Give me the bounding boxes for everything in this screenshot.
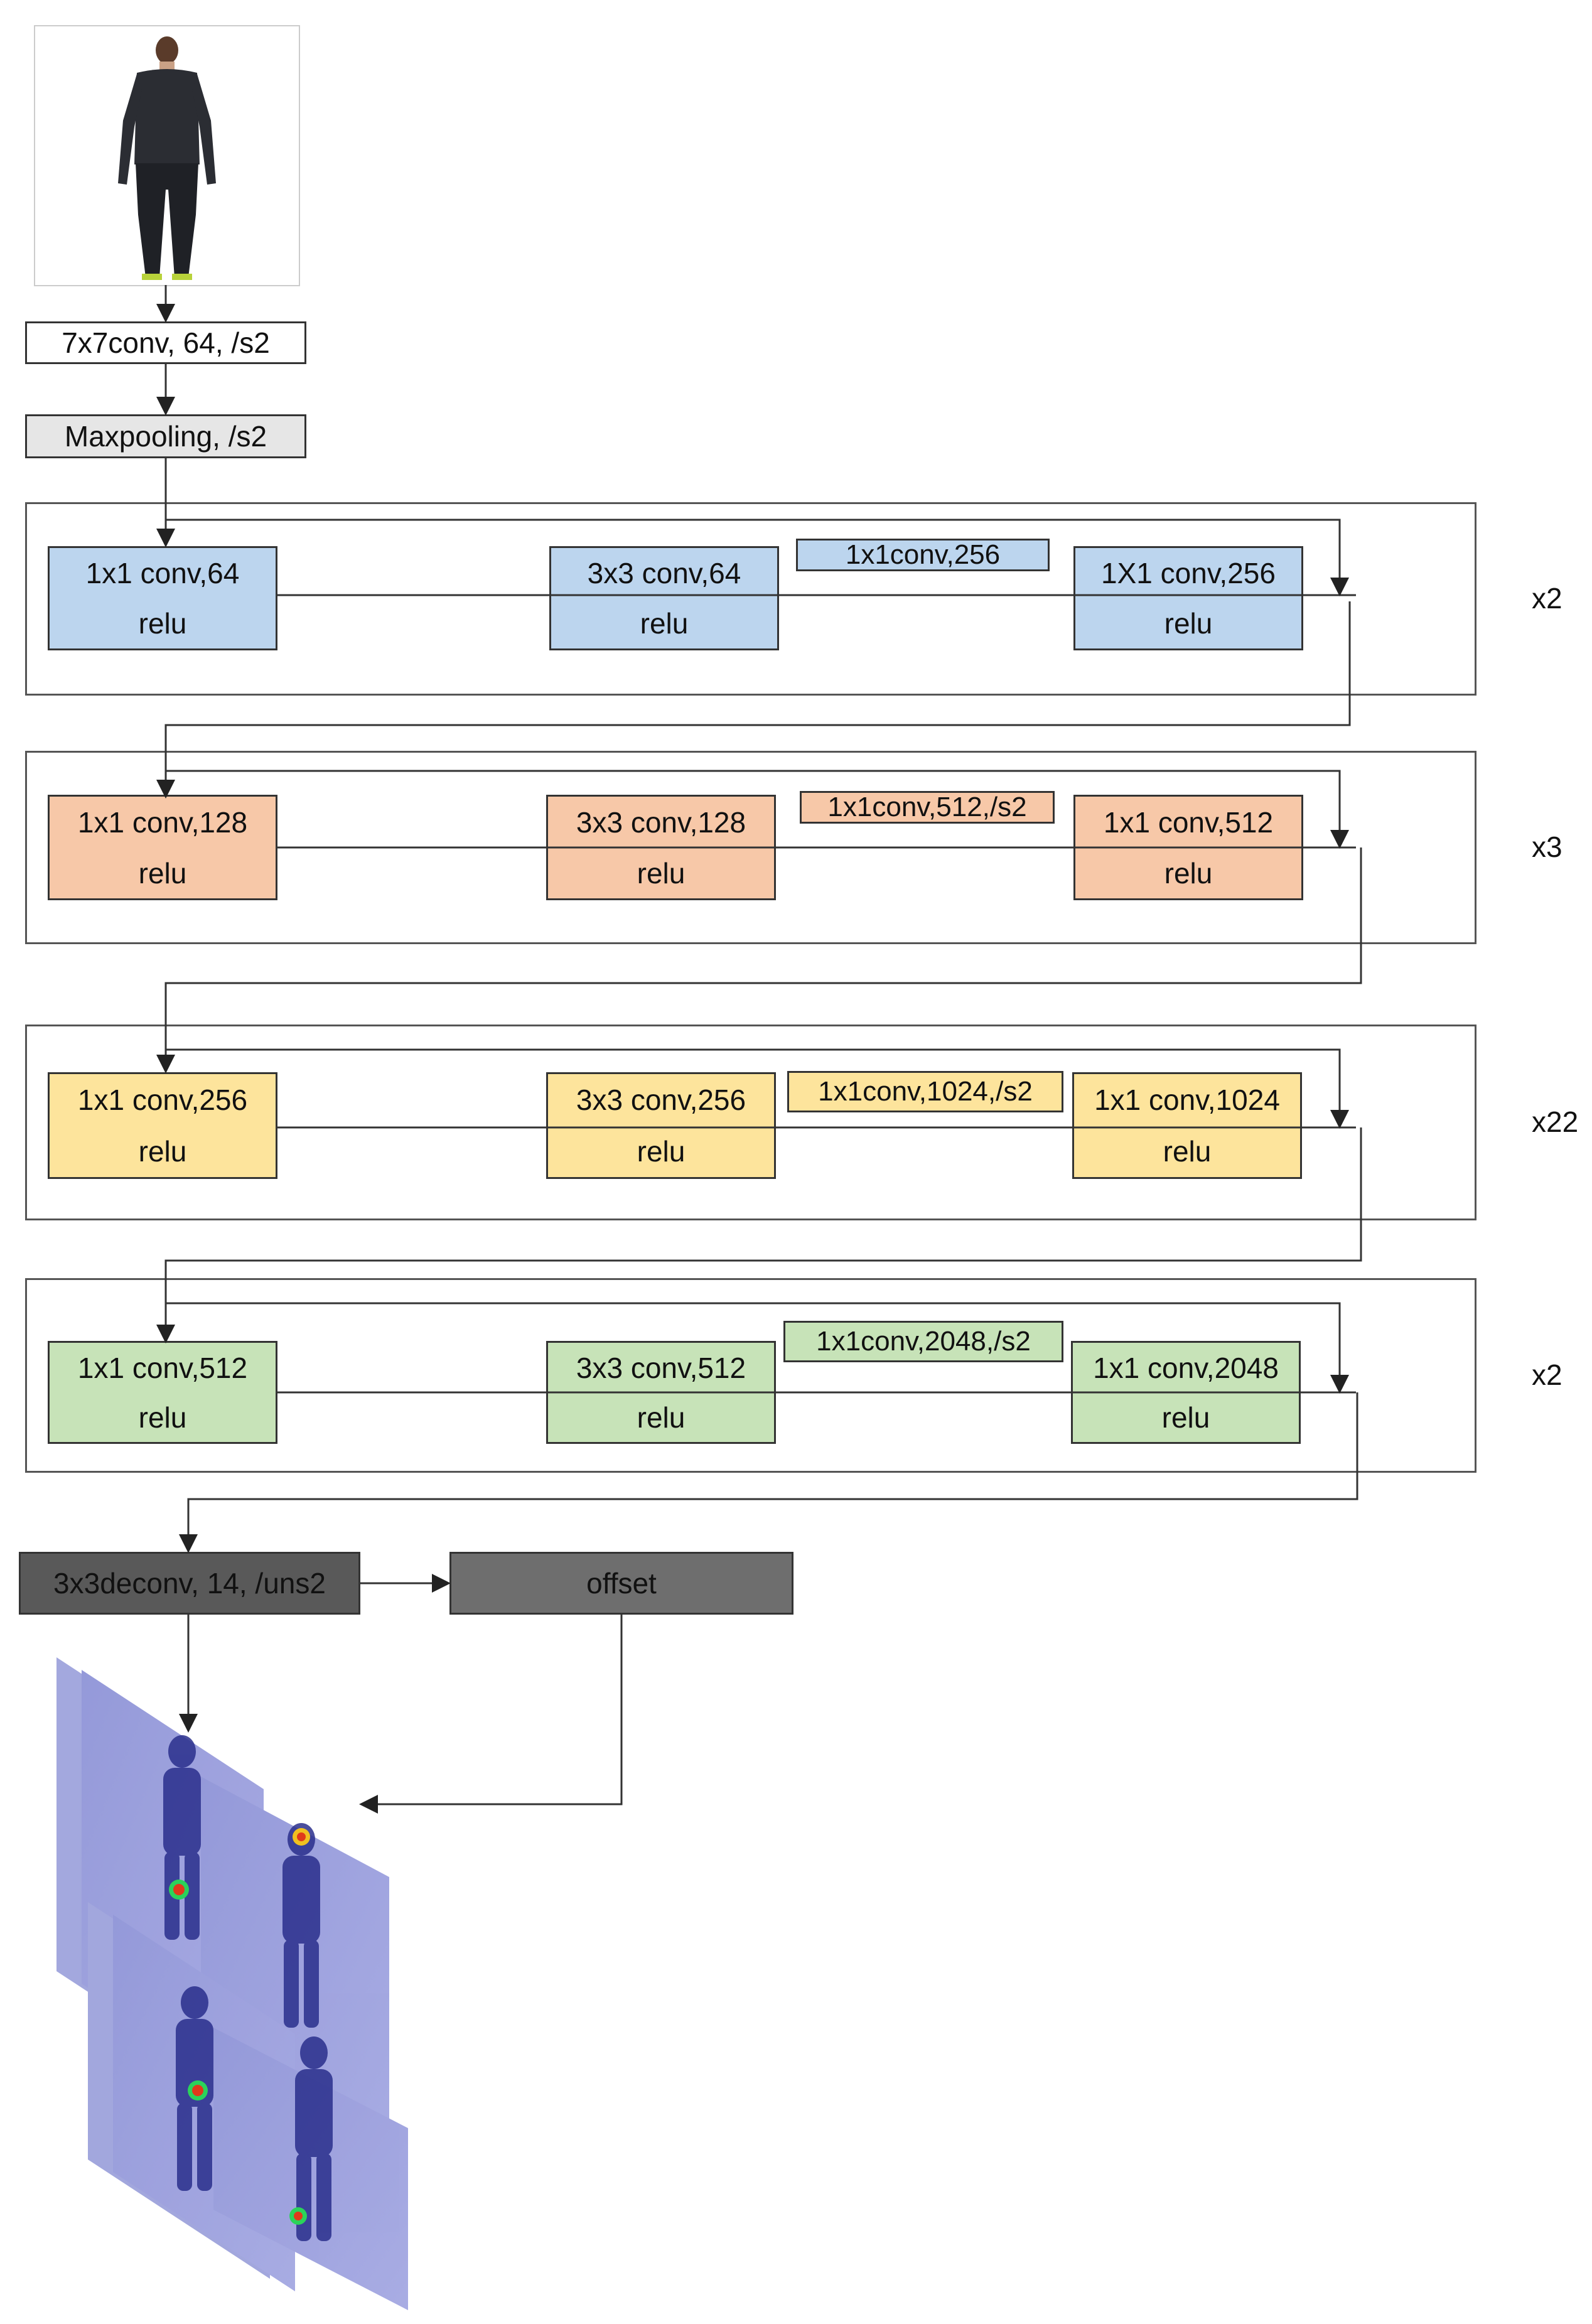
stage-2-block-3-op: 1x1 conv,512 <box>1103 805 1274 839</box>
stage-4-block-3-op: 1x1 conv,2048 <box>1093 1351 1279 1384</box>
stage-3-block-2: 3x3 conv,256 relu <box>546 1072 776 1179</box>
stage-4-block-1-op: 1x1 conv,512 <box>77 1351 248 1384</box>
stage-4-block-3-activation: relu <box>1161 1401 1210 1434</box>
stage-2-block-1-op: 1x1 conv,128 <box>77 805 248 839</box>
heatmap-stack-icon <box>56 1657 408 2310</box>
stage-1-block-1-activation: relu <box>138 607 187 640</box>
stage-1-repeat-label: x2 <box>1532 582 1562 615</box>
stage-1-block-2: 3x3 conv,64 relu <box>549 546 779 650</box>
stage-4-block-2-op: 3x3 conv,512 <box>576 1351 746 1384</box>
stage-2-block-1-activation: relu <box>138 856 187 890</box>
stage-1-frame <box>25 502 1476 696</box>
stage-1-shortcut-path <box>166 519 1349 596</box>
stem-conv-label: 7x7conv, 64, /s2 <box>62 326 270 359</box>
stage-3-shortcut-box: 1x1conv,1024,/s2 <box>787 1071 1063 1112</box>
stage-3-block-1-activation: relu <box>138 1135 187 1168</box>
stage-1-block-3-op: 1X1 conv,256 <box>1101 557 1276 589</box>
stage-3-block-3: 1x1 conv,1024 relu <box>1072 1072 1302 1179</box>
stage-4-shortcut-box: 1x1conv,2048,/s2 <box>783 1321 1063 1362</box>
person-photo-icon <box>118 36 216 280</box>
stage-2-repeat-label: x3 <box>1532 831 1562 863</box>
deconv-label: 3x3deconv, 14, /uns2 <box>53 1567 326 1600</box>
stage-2-block-2-activation: relu <box>637 856 686 890</box>
stage-2-shortcut-path <box>166 770 1349 849</box>
stem-pool-label: Maxpooling, /s2 <box>64 420 267 453</box>
stage-3-block-1: 1x1 conv,256 relu <box>48 1072 277 1179</box>
stage-2-block-1: 1x1 conv,128 relu <box>48 795 277 900</box>
stage-1-block-2-op: 3x3 conv,64 <box>587 557 741 589</box>
stage-4-frame <box>25 1278 1476 1473</box>
stage-3-repeat-label: x22 <box>1532 1106 1579 1138</box>
stage-3-block-3-op: 1x1 conv,1024 <box>1094 1084 1280 1116</box>
stage-1-block-3-activation: relu <box>1164 607 1213 640</box>
stage-2-block-2-op: 3x3 conv,128 <box>576 805 746 839</box>
stage-4-block-1-activation: relu <box>138 1401 187 1434</box>
input-photo <box>34 25 300 286</box>
offset-box: offset <box>449 1552 793 1615</box>
stage-4-block-1: 1x1 conv,512 relu <box>48 1341 277 1444</box>
stage-1-block-1: 1x1 conv,64 relu <box>48 546 277 650</box>
deconv-box: 3x3deconv, 14, /uns2 <box>19 1552 360 1615</box>
stage-3-block-1-op: 1x1 conv,256 <box>77 1084 248 1116</box>
stage-3-frame <box>25 1025 1476 1220</box>
stem-pool-box: Maxpooling, /s2 <box>25 414 306 458</box>
stage-1-shortcut-box: 1x1conv,256 <box>796 539 1050 571</box>
stage-3-shortcut-path <box>166 1048 1349 1129</box>
stage-1-block-1-op: 1x1 conv,64 <box>85 557 240 589</box>
stage-2-block-3-activation: relu <box>1164 856 1213 890</box>
stage-2-shortcut-box: 1x1conv,512,/s2 <box>800 791 1055 824</box>
offset-label: offset <box>586 1567 657 1600</box>
stage-4-repeat-label: x2 <box>1532 1358 1562 1391</box>
stage-3-block-2-op: 3x3 conv,256 <box>576 1084 746 1116</box>
stage-3-block-2-activation: relu <box>637 1135 686 1168</box>
stage-4-shortcut-path <box>166 1302 1349 1394</box>
stage-2-frame <box>25 751 1476 944</box>
stage-1-block-3: 1X1 conv,256 relu <box>1073 546 1303 650</box>
stage-1-block-2-activation: relu <box>640 607 689 640</box>
stage-3-block-3-activation: relu <box>1163 1135 1212 1168</box>
stage-4-block-2-activation: relu <box>637 1401 686 1434</box>
